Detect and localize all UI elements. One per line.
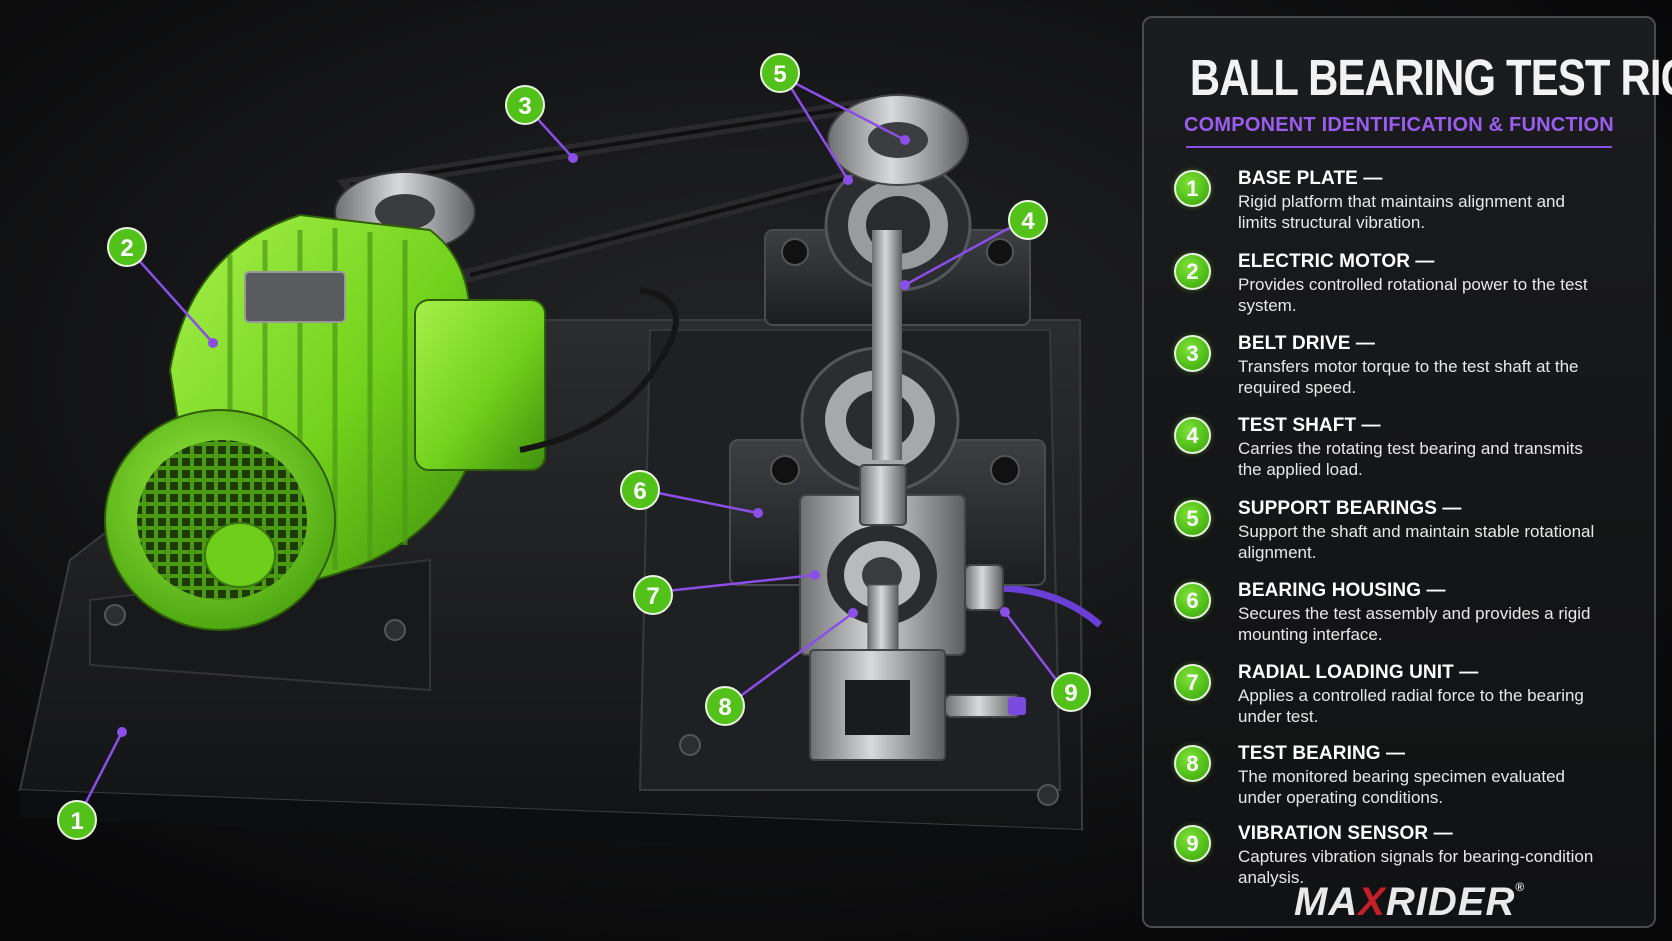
legend-badge: 1 xyxy=(1174,170,1211,207)
legend-item-description: The monitored bearing specimen evaluated… xyxy=(1238,767,1565,807)
callout-7-number: 7 xyxy=(646,583,659,610)
legend-item-name: TEST BEARING — xyxy=(1238,743,1406,764)
callout-badges: 1 2 3 4 5 6 7 8 9 xyxy=(57,53,1091,840)
callout-8-number: 8 xyxy=(718,694,731,721)
vibration-sensor xyxy=(944,564,1026,718)
legend-item-description: Secures the test assembly and provides a… xyxy=(1238,604,1591,644)
callout-5-number: 5 xyxy=(773,61,786,88)
callout-2: 2 xyxy=(107,227,147,267)
legend-item-electric-motor: 2 ELECTRIC MOTOR — Provides controlled r… xyxy=(1174,251,1644,331)
callout-dots xyxy=(117,135,1010,737)
legend-item-description: Rigid platform that maintains alignment … xyxy=(1238,192,1565,232)
legend-item-name: SUPPORT BEARINGS — xyxy=(1238,498,1462,519)
brand-part-2: X xyxy=(1358,880,1386,924)
legend-badge: 8 xyxy=(1174,745,1211,782)
legend-item-belt-drive: 3 BELT DRIVE — Transfers motor torque to… xyxy=(1174,333,1644,413)
callout-1: 1 xyxy=(57,800,97,840)
radial-loading-unit xyxy=(799,464,966,761)
callout-8: 8 xyxy=(705,686,745,726)
callout-6: 6 xyxy=(620,470,660,510)
legend-item-name: TEST SHAFT — xyxy=(1238,415,1381,436)
legend-item-name: BASE PLATE — xyxy=(1238,168,1383,189)
legend-item-description: Carries the rotating test bearing and tr… xyxy=(1238,439,1583,479)
page-subtitle: COMPONENT IDENTIFICATION & FUNCTION xyxy=(1184,114,1614,136)
legend-badge: 7 xyxy=(1174,664,1211,701)
test-shaft xyxy=(872,230,902,460)
motor-cable xyxy=(519,287,679,453)
legend-item-name: RADIAL LOADING UNIT — xyxy=(1238,662,1479,683)
legend-badge: 4 xyxy=(1174,417,1211,454)
title-divider xyxy=(1186,146,1612,148)
callout-6-number: 6 xyxy=(633,478,646,505)
legend-item-name: BEARING HOUSING — xyxy=(1238,580,1446,601)
legend-badge: 3 xyxy=(1174,335,1211,372)
legend-item-base-plate: 1 BASE PLATE — Rigid platform that maint… xyxy=(1174,168,1644,248)
sensor-cable xyxy=(999,584,1103,628)
legend-item-description: Captures vibration signals for bearing-c… xyxy=(1238,847,1594,887)
legend-item-test-bearing: 8 TEST BEARING — The monitored bearing s… xyxy=(1174,743,1644,823)
legend-item-vibration-sensor: 9 VIBRATION SENSOR — Captures vibration … xyxy=(1174,823,1644,903)
callout-7: 7 xyxy=(633,575,673,615)
brand-part-1: MA xyxy=(1294,880,1359,924)
legend-item-description: Applies a controlled radial force to the… xyxy=(1238,686,1584,726)
brand-logo: MAXRIDER® xyxy=(1294,880,1525,925)
legend-item-description: Provides controlled rotational power to … xyxy=(1238,275,1588,315)
legend-item-description: Transfers motor torque to the test shaft… xyxy=(1238,357,1579,397)
legend-item-name: BELT DRIVE — xyxy=(1238,333,1376,354)
callout-4-number: 4 xyxy=(1021,208,1035,235)
callout-1-number: 1 xyxy=(70,808,83,835)
legend-item-radial-loading-unit: 7 RADIAL LOADING UNIT — Applies a contro… xyxy=(1174,662,1644,742)
page-title: BALL BEARING TEST RIG xyxy=(1189,49,1672,106)
legend-badge: 2 xyxy=(1174,253,1211,290)
legend-item-description: Support the shaft and maintain stable ro… xyxy=(1238,522,1595,562)
legend-badge: 5 xyxy=(1174,500,1211,537)
legend-item-name: VIBRATION SENSOR — xyxy=(1238,823,1453,844)
brand-registered-mark: ® xyxy=(1515,880,1526,894)
legend-item-test-shaft: 4 TEST SHAFT — Carries the rotating test… xyxy=(1174,415,1644,495)
legend-item-name: ELECTRIC MOTOR — xyxy=(1238,251,1435,272)
electric-motor xyxy=(104,213,546,631)
callout-4: 4 xyxy=(1008,200,1048,240)
legend-item-bearing-housing: 6 BEARING HOUSING — Secures the test ass… xyxy=(1174,580,1644,660)
callout-3: 3 xyxy=(505,85,545,125)
legend-panel: BALL BEARING TEST RIG COMPONENT IDENTIFI… xyxy=(1142,16,1672,928)
legend-badge: 6 xyxy=(1174,582,1211,619)
callout-5: 5 xyxy=(760,53,800,93)
legend-item-support-bearings: 5 SUPPORT BEARINGS — Support the shaft a… xyxy=(1174,498,1644,578)
callout-3-number: 3 xyxy=(518,93,531,120)
callout-2-number: 2 xyxy=(120,235,133,262)
legend-badge: 9 xyxy=(1174,825,1211,862)
brand-part-3: RIDER xyxy=(1385,880,1516,924)
callout-9: 9 xyxy=(1051,672,1091,712)
callout-9-number: 9 xyxy=(1064,680,1077,707)
